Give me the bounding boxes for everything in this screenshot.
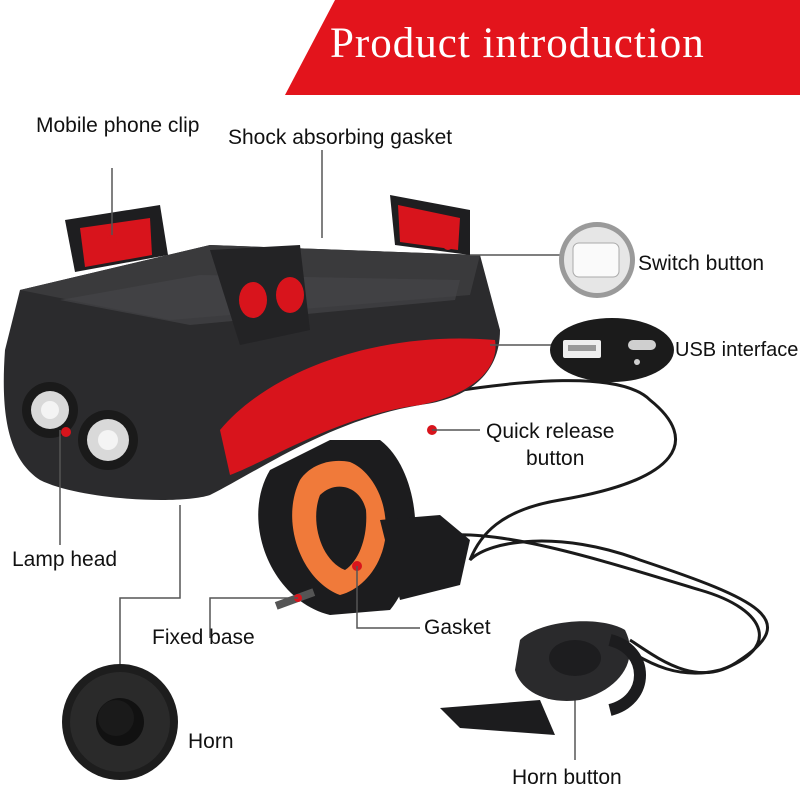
- label-mobile-phone-clip: Mobile phone clip: [36, 114, 200, 137]
- label-quick-release-line1: Quick release: [486, 420, 615, 443]
- horn-icon: [62, 664, 178, 780]
- label-lamp-head: Lamp head: [12, 548, 118, 571]
- leader-lines: [59, 150, 576, 760]
- label-horn-button: Horn button: [512, 766, 622, 789]
- label-usb-interface: USB interface: [675, 339, 799, 361]
- bike-light-device: [3, 195, 501, 500]
- label-quick-release-line2: button: [526, 447, 585, 470]
- horn-button-remote: [440, 621, 646, 735]
- switch-button-icon: [559, 222, 635, 298]
- usb-port-icon: [550, 318, 674, 382]
- label-switch-button: Switch button: [638, 252, 765, 275]
- cable-2: [419, 533, 761, 675]
- handlebar-mount: [258, 440, 470, 615]
- pointer-dot: [107, 235, 117, 245]
- label-shock-absorbing-gasket: Shock absorbing gasket: [228, 126, 453, 149]
- label-gasket: Gasket: [424, 616, 491, 639]
- pointer-dot: [443, 240, 453, 250]
- title-banner: [285, 0, 800, 95]
- banner-red-shape: [285, 0, 800, 95]
- label-horn: Horn: [188, 730, 234, 753]
- label-fixed-base: Fixed base: [152, 626, 255, 649]
- banner-title: Product introduction: [330, 20, 705, 67]
